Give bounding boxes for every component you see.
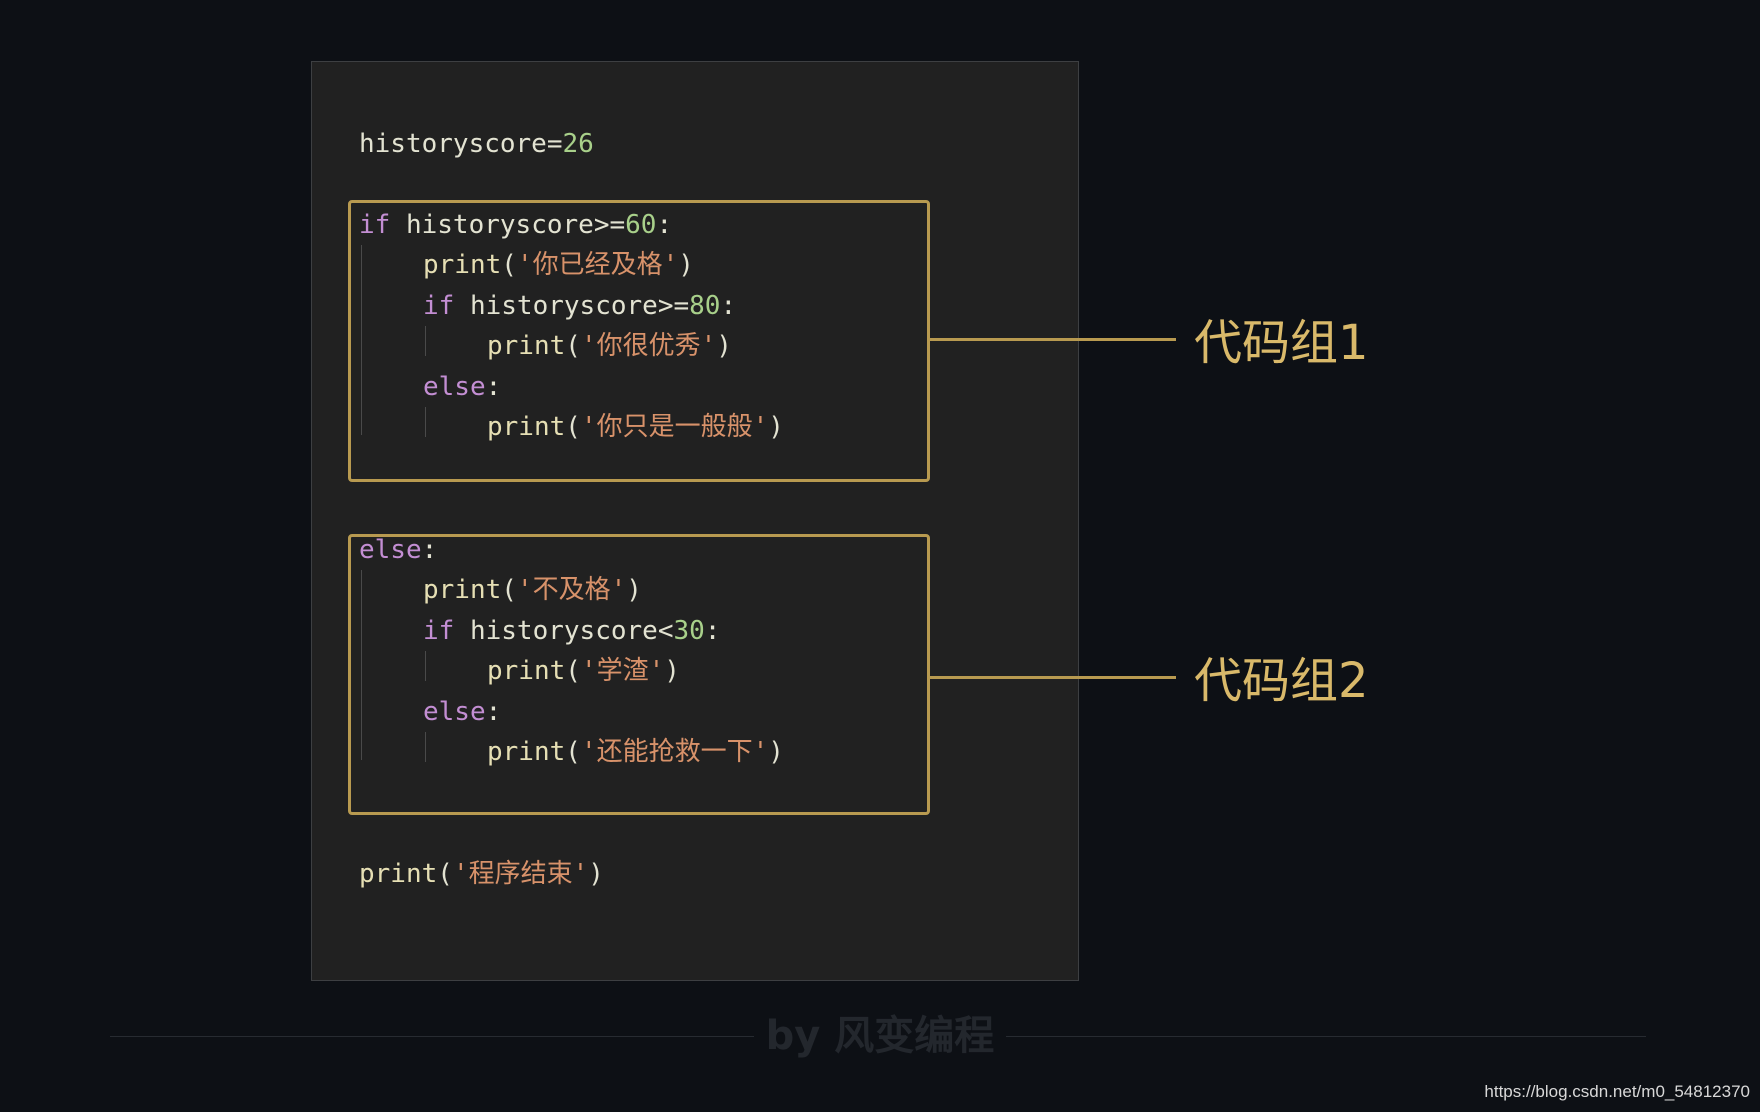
indent-guide (425, 407, 426, 437)
code-group-1-box (348, 200, 930, 482)
indent-guide (425, 732, 426, 762)
code-paren: ) (768, 737, 784, 767)
code-line-else: else: (423, 367, 501, 407)
code-paren: ) (678, 250, 694, 280)
code-function: print (487, 331, 566, 361)
code-paren: ( (565, 737, 581, 767)
code-operator: < (657, 616, 674, 646)
code-paren: ( (501, 575, 517, 605)
code-group-2-box (348, 534, 930, 815)
code-line-else-inner: else: (423, 692, 501, 732)
code-operator: = (546, 129, 563, 159)
code-colon: : (485, 372, 502, 402)
code-colon: : (421, 535, 438, 565)
code-paren: ( (565, 412, 581, 442)
code-colon: : (656, 210, 673, 240)
code-line-print-rescue: print('还能抢救一下') (487, 732, 784, 772)
keyword-if: if (423, 291, 455, 321)
code-variable: historyscore (469, 291, 658, 321)
watermark-url: https://blog.csdn.net/m0_54812370 (1484, 1082, 1750, 1101)
code-number: 60 (625, 210, 657, 240)
keyword-else: else (423, 372, 486, 402)
code-variable: historyscore (359, 129, 547, 159)
code-panel: historyscore=26 if historyscore>=60: pri… (311, 61, 1079, 981)
keyword-else: else (359, 535, 422, 565)
code-paren: ( (565, 331, 581, 361)
code-operator: >= (593, 210, 626, 240)
code-function: print (359, 859, 438, 889)
keyword-else: else (423, 697, 486, 727)
footer-rule-left (110, 1036, 754, 1037)
indent-guide (361, 570, 362, 760)
code-function: print (423, 575, 502, 605)
indent-guide (425, 651, 426, 681)
code-line-if-30: if historyscore<30: (423, 611, 720, 651)
code-line-if-80: if historyscore>=80: (423, 286, 736, 326)
code-line-print-poor: print('学渣') (487, 651, 680, 691)
code-number: 30 (673, 616, 705, 646)
code-paren: ( (501, 250, 517, 280)
code-line-assign: historyscore=26 (359, 124, 594, 164)
code-line-if-60: if historyscore>=60: (359, 205, 672, 245)
code-line-print-average: print('你只是一般般') (487, 407, 784, 447)
code-string: '你只是一般般' (580, 412, 769, 442)
code-line-print-pass: print('你已经及格') (423, 245, 694, 285)
code-function: print (487, 656, 566, 686)
code-line-print-fail: print('不及格') (423, 570, 642, 610)
code-paren: ) (716, 331, 732, 361)
keyword-if: if (423, 616, 455, 646)
code-colon: : (720, 291, 737, 321)
code-line-else-outer: else: (359, 530, 437, 570)
footer-credit: by 风变编程 (765, 1013, 995, 1059)
code-function: print (487, 412, 566, 442)
code-string: '还能抢救一下' (580, 737, 769, 767)
connector-line-group-2 (930, 676, 1176, 679)
code-colon: : (485, 697, 502, 727)
code-paren: ) (626, 575, 642, 605)
connector-line-group-1 (930, 338, 1176, 341)
code-paren: ( (437, 859, 453, 889)
code-string: '你很优秀' (580, 331, 717, 361)
indent-guide (425, 326, 426, 356)
code-paren: ) (588, 859, 604, 889)
code-paren: ) (664, 656, 680, 686)
code-variable: historyscore (469, 616, 658, 646)
code-string: '程序结束' (452, 859, 589, 889)
label-code-group-1: 代码组1 (1194, 315, 1369, 371)
code-function: print (487, 737, 566, 767)
code-string: '你已经及格' (516, 250, 679, 280)
code-operator: >= (657, 291, 690, 321)
code-number: 80 (689, 291, 721, 321)
keyword-if: if (359, 210, 391, 240)
code-paren: ) (768, 412, 784, 442)
code-string: '不及格' (516, 575, 627, 605)
code-colon: : (704, 616, 721, 646)
code-number: 26 (562, 129, 594, 159)
code-variable: historyscore (405, 210, 594, 240)
code-line-print-end: print('程序结束') (359, 854, 604, 894)
code-string: '学渣' (580, 656, 665, 686)
footer-rule-right (1006, 1036, 1646, 1037)
label-code-group-2: 代码组2 (1194, 653, 1369, 709)
code-line-print-excellent: print('你很优秀') (487, 326, 732, 366)
code-function: print (423, 250, 502, 280)
code-paren: ( (565, 656, 581, 686)
indent-guide (361, 245, 362, 435)
